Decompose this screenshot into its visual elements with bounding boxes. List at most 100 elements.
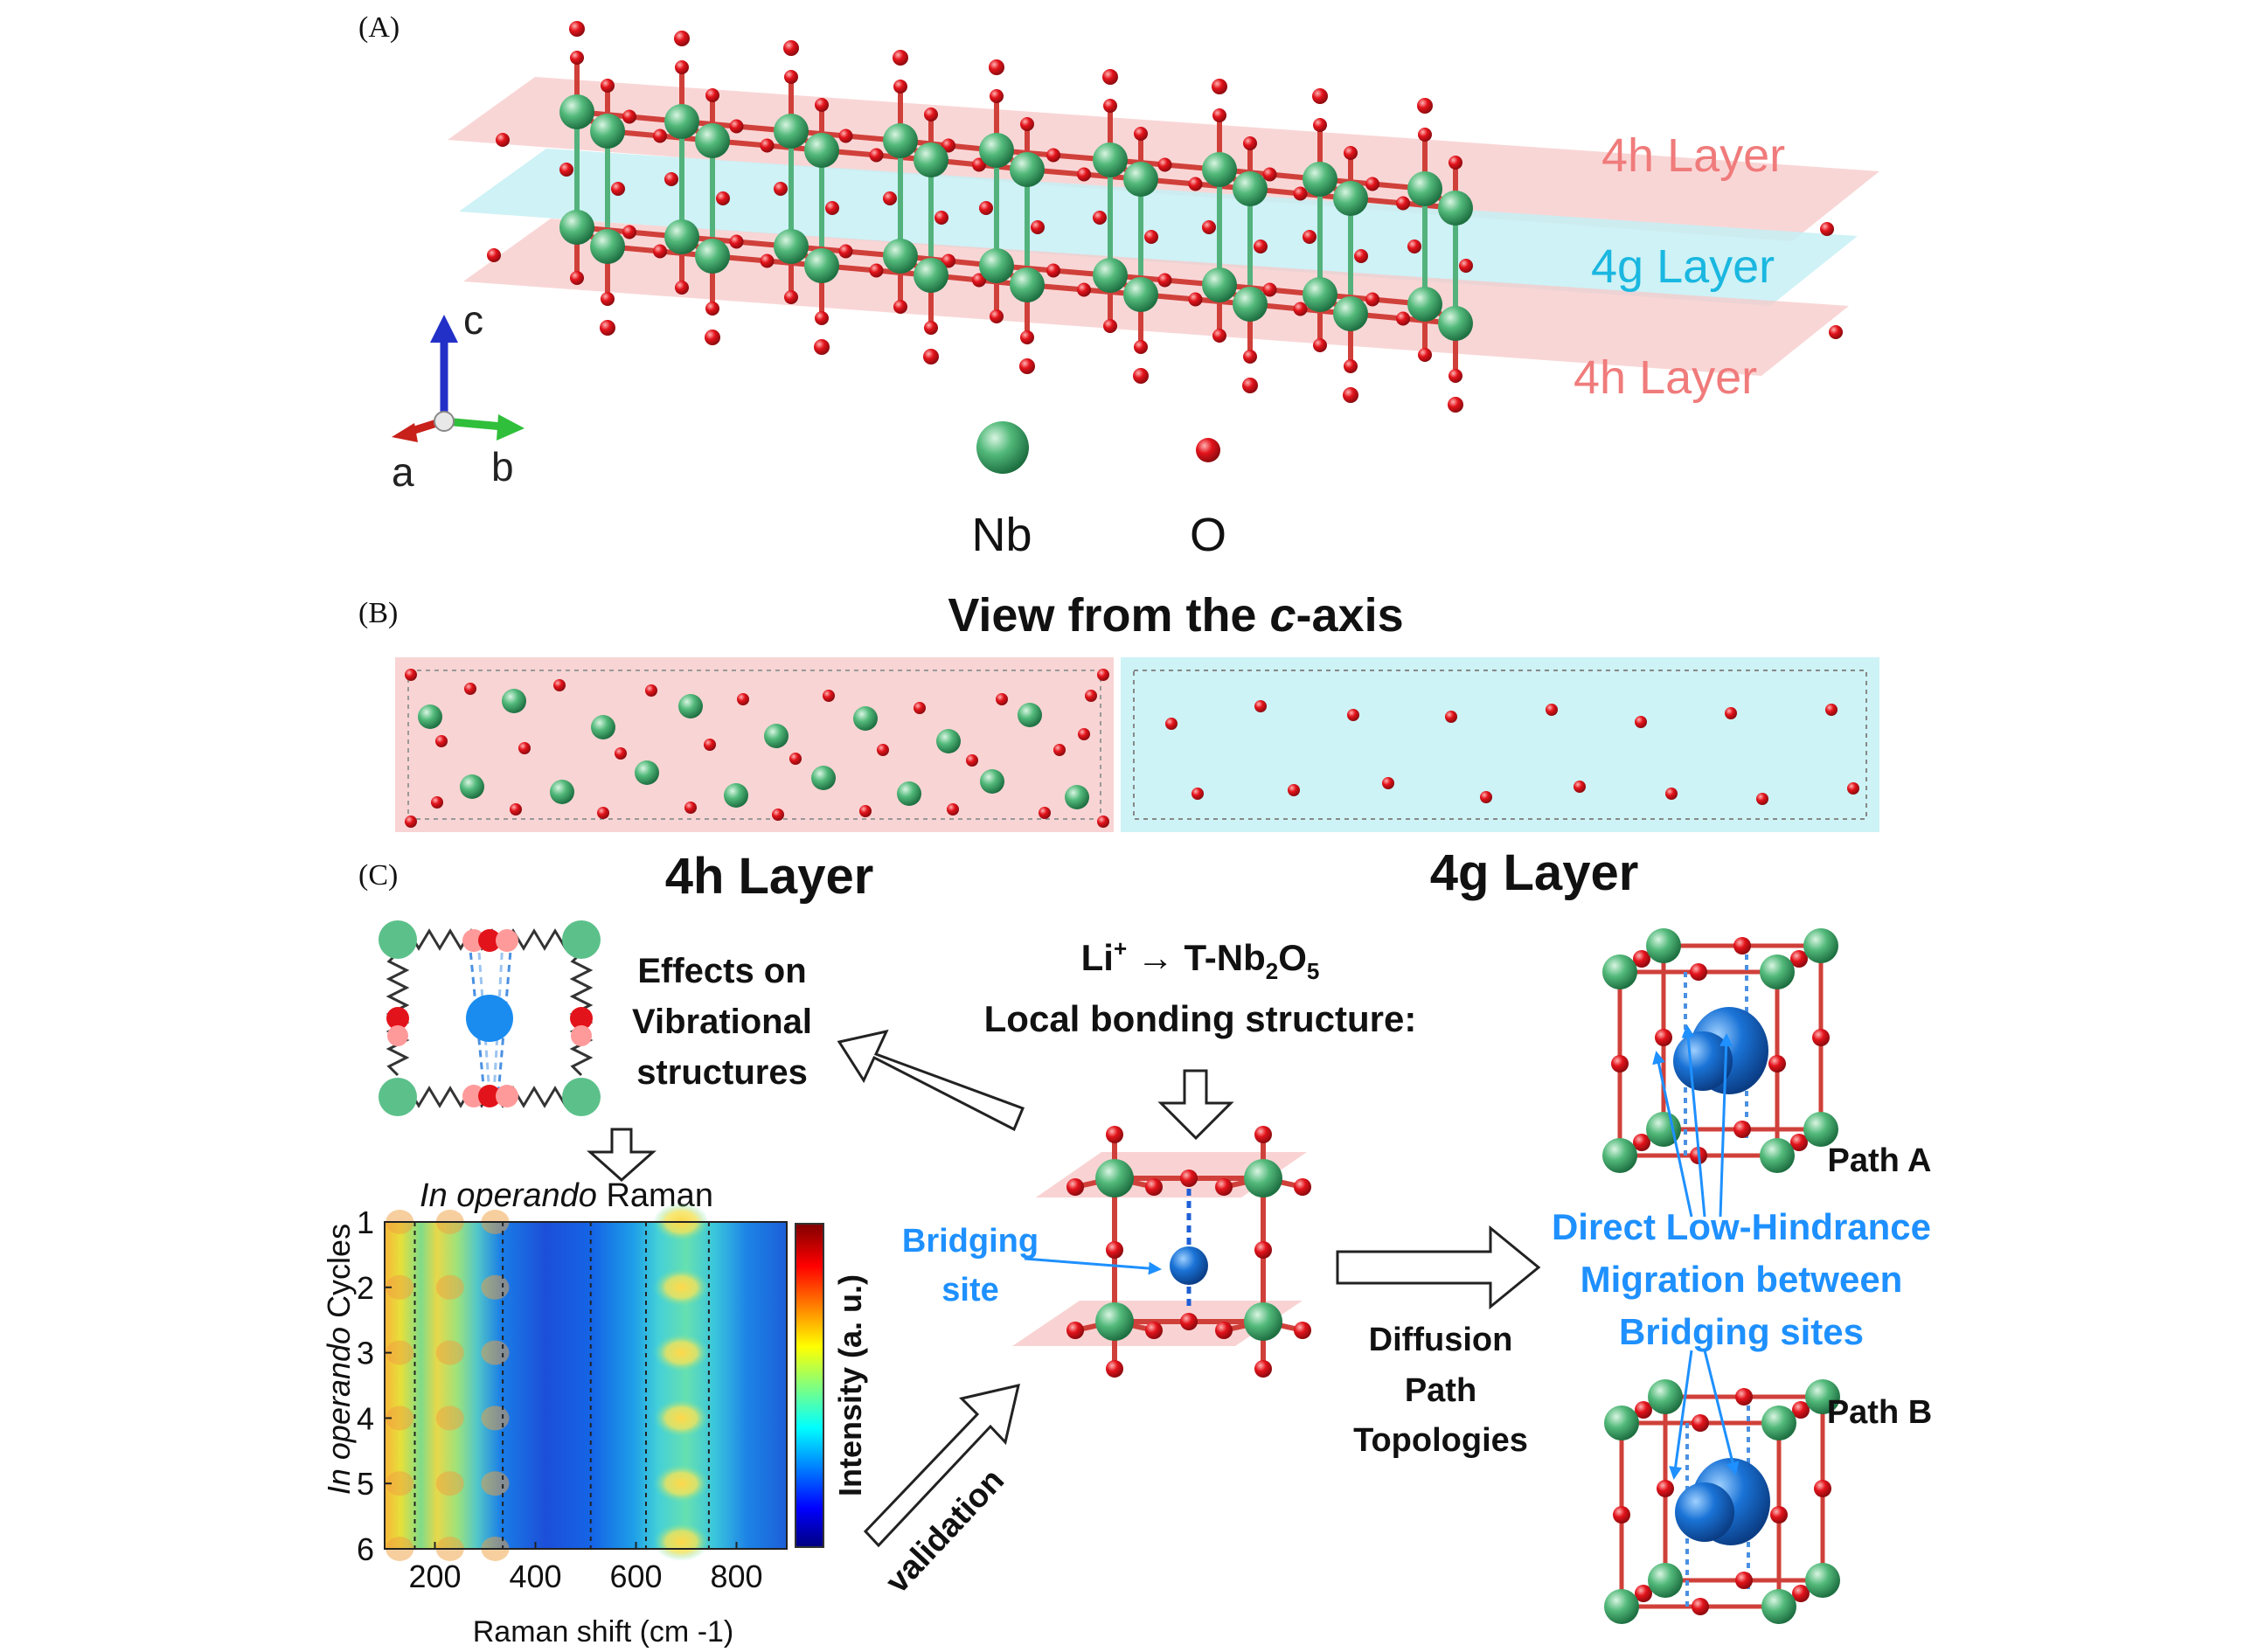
o-atom-icon [559, 163, 573, 177]
o-atom-icon [615, 747, 627, 760]
o-atom-icon [1735, 1388, 1753, 1406]
o-atom-icon [1690, 963, 1707, 981]
o-atom-icon [431, 796, 443, 809]
o-atom-icon [893, 50, 908, 66]
nb-atom-icon [1093, 142, 1128, 177]
o-atom-icon [435, 735, 448, 747]
nb-atom-icon [1803, 1112, 1838, 1147]
o-atom-icon [1459, 259, 1473, 273]
o-atom-icon [1303, 230, 1317, 244]
o-atom-icon [1347, 709, 1359, 721]
li-tnbo-label: Li+ → T-Nb2O5 [1081, 935, 1320, 984]
nb-atom-icon [914, 258, 948, 293]
o-atom-icon [1354, 249, 1368, 263]
nb-atom-icon [635, 760, 659, 785]
o-atom-icon [1313, 118, 1327, 132]
o-atom-icon [1046, 263, 1060, 278]
o-atom-icon [1053, 744, 1066, 756]
nb-atom-icon [1438, 191, 1473, 226]
heatmap-body [385, 1222, 787, 1549]
o-atom-icon [1066, 1322, 1084, 1339]
o-atom-icon [1770, 1506, 1788, 1524]
nb-atom-icon [664, 104, 699, 139]
o-atom-icon [1180, 1313, 1198, 1330]
vib-line-1: Effects on [637, 952, 806, 990]
validation-label: validation [879, 1462, 1011, 1600]
view-4g-label: 4g Layer [1430, 844, 1639, 901]
o-atom-icon [1144, 230, 1158, 244]
bridging-structure [1066, 1126, 1311, 1378]
o-atom-icon [1294, 1178, 1311, 1196]
heatmap-warm-spot [386, 1471, 414, 1496]
o-atom-icon [1293, 186, 1308, 201]
o-atom-icon [645, 684, 657, 697]
heatmap-ytick: 2 [357, 1270, 374, 1306]
heatmap-warm-spot [481, 1274, 510, 1300]
o-atom-icon [1417, 98, 1433, 114]
o-atom-icon [1725, 707, 1737, 719]
heatmap-warm-spot [435, 1274, 464, 1300]
o-atom-icon [1134, 127, 1148, 141]
axis-label-c: c [463, 297, 483, 343]
o-atom-icon [729, 119, 744, 134]
o-atom-icon [1790, 950, 1808, 968]
o-atom-icon [1735, 1572, 1753, 1589]
nb-atom-icon [559, 210, 594, 245]
o-atom-icon [653, 128, 667, 143]
heatmap-warm-spot [386, 1406, 414, 1431]
heatmap-warm-spot [481, 1471, 510, 1496]
o-atom-icon [934, 211, 948, 225]
nb-atom-icon [695, 239, 730, 274]
nb-atom-icon [1648, 1379, 1683, 1414]
o-atom-icon [1396, 196, 1410, 211]
o-atom-icon [1768, 1055, 1786, 1072]
o-atom-icon [1202, 220, 1216, 234]
o-atom-icon [1103, 319, 1117, 333]
migration-arrows [1652, 1024, 1740, 1480]
nb-atom-icon [1095, 1302, 1134, 1341]
nb-atom-icon [1123, 277, 1158, 312]
o-atom-icon [972, 273, 986, 288]
direct-line-2: Migration between [1581, 1259, 1903, 1300]
o-atom-icon [570, 51, 584, 65]
o-atom-icon [760, 138, 775, 153]
o-atom-icon [814, 339, 830, 355]
o-atom-icon [1344, 359, 1358, 373]
o-atom-icon [1020, 117, 1034, 131]
o-atom-icon [716, 191, 730, 205]
o-atom-icon [1145, 1322, 1163, 1339]
o-atom-icon [622, 225, 636, 239]
o-atom-icon [1254, 239, 1268, 253]
o-atom-icon [859, 805, 872, 817]
o-atom-icon [990, 89, 1004, 103]
o-atom-icon [1093, 211, 1107, 225]
path-b-cube [1604, 1379, 1840, 1624]
axis-label-a: a [392, 449, 414, 495]
nb-atom-icon [1761, 1589, 1796, 1624]
o-atom-icon [664, 172, 678, 186]
nb-atom-icon [591, 715, 615, 739]
o-atom-icon [1031, 220, 1045, 234]
o-atom-icon [1814, 1480, 1831, 1497]
o-atom-icon [1254, 1241, 1272, 1259]
o-atom-icon [924, 108, 938, 121]
axes-triad: c a b [392, 297, 525, 495]
o-atom-icon [760, 253, 775, 268]
nb-atom-icon [1760, 1138, 1795, 1173]
nb-atom-icon [914, 142, 948, 177]
o-atom-icon [1611, 1055, 1629, 1072]
o-atom-icon [784, 70, 798, 84]
nb-atom-icon [695, 123, 730, 158]
nb-atom-icon [1760, 954, 1795, 989]
o-atom-icon [1382, 777, 1394, 789]
arrow-to-vibrations-icon [837, 1029, 1025, 1132]
o-atom-icon [1448, 397, 1463, 413]
o-atom-icon [1655, 1029, 1672, 1046]
o-atom-icon [1254, 1360, 1272, 1378]
o-atom-icon [1243, 350, 1257, 364]
o-atom-icon [1733, 1121, 1751, 1138]
heatmap-ytick: 5 [357, 1466, 374, 1502]
